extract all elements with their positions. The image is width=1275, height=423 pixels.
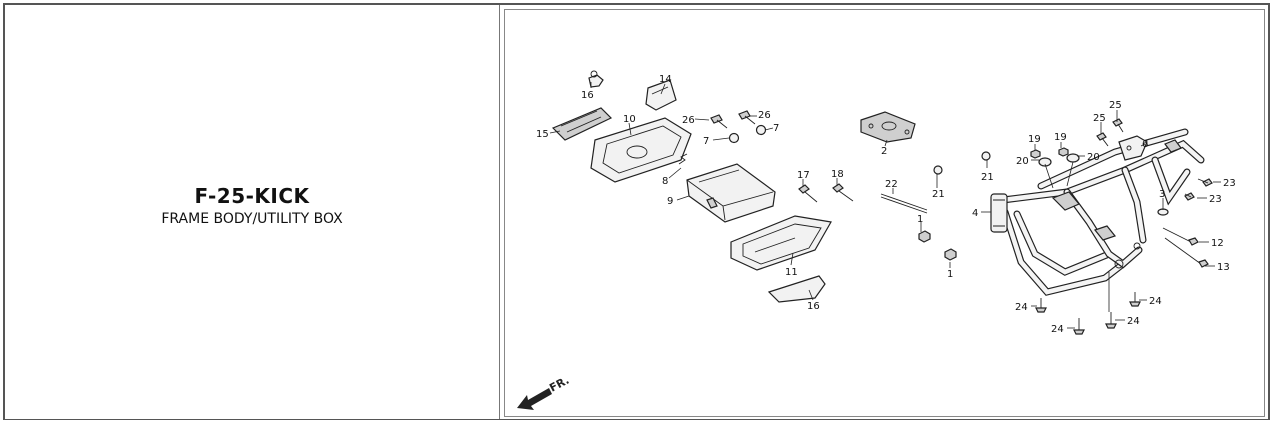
part-description: FRAME BODY/UTILITY BOX [161, 210, 343, 227]
callout-21: 21 [981, 172, 994, 183]
part-9-battery-box [686, 163, 776, 223]
callout-7: 7 [773, 123, 779, 134]
front-direction-indicator: FR. [517, 374, 571, 410]
callout-13: 15 [536, 129, 549, 140]
part-24-bolt [1035, 292, 1141, 335]
part-19-nut [1030, 147, 1069, 159]
part-13-bracket [551, 107, 613, 141]
exploded-view-svg: 16 14 15 10 26 26 7 7 8 9 11 16 17 18 2 … [517, 70, 1236, 410]
callout-11: 11 [785, 267, 798, 278]
callout-4: 4 [972, 208, 978, 219]
part-22-rod [880, 193, 928, 214]
part-8-clip [678, 153, 688, 165]
part-23-bolt [1184, 178, 1213, 201]
callout-19: 19 [1028, 134, 1041, 145]
callout-26: 26 [682, 115, 695, 126]
callout-16: 18 [831, 169, 844, 180]
callout-8: 8 [662, 176, 668, 187]
part-6-bracket [1118, 135, 1148, 161]
part-1-nut [944, 248, 957, 261]
callout-24: 24 [1051, 324, 1064, 335]
leader-lines [549, 82, 1221, 329]
part-17-bolt [1162, 227, 1199, 246]
callout-23: 23 [1209, 194, 1222, 205]
callout-labels: 16 14 15 10 26 26 7 7 8 9 11 16 17 18 2 … [536, 74, 1236, 335]
callout-24: 24 [1127, 316, 1140, 327]
callout-25: 25 [1093, 113, 1106, 124]
callout-15: 16 [581, 90, 594, 101]
part-21-cap [933, 165, 943, 175]
callout-23: 23 [1223, 178, 1236, 189]
callout-20: 20 [1087, 152, 1100, 163]
callout-10: 10 [623, 114, 636, 125]
callout-12: 14 [659, 74, 672, 85]
part-12-cover [645, 79, 677, 111]
part-16-bolt [798, 183, 854, 203]
callout-16: 17 [797, 170, 810, 181]
diagram-panel: 16 14 15 10 26 26 7 7 8 9 11 16 17 18 2 … [500, 5, 1268, 419]
exploded-view-diagram: 16 14 15 10 26 26 7 7 8 9 11 16 17 18 2 … [504, 9, 1265, 417]
callout-24: 24 [1015, 302, 1028, 313]
callout-25: 25 [1109, 100, 1122, 111]
part-4-frame [990, 128, 1205, 296]
callout-17: 12 [1211, 238, 1224, 249]
callout-7: 7 [703, 136, 709, 147]
callout-1: 1 [917, 214, 923, 225]
callout-24: 24 [1149, 296, 1162, 307]
part-11-lower-box [730, 215, 832, 271]
callout-1: 1 [947, 269, 953, 280]
callout-6: 6 [1142, 139, 1148, 150]
part-10-upper-box [590, 117, 692, 183]
callout-26: 26 [758, 110, 771, 121]
part-14-lid [767, 275, 826, 303]
callout-20: 20 [1016, 156, 1029, 167]
callout-9: 9 [667, 196, 673, 207]
part-21-cap [981, 151, 991, 161]
part-18-bolt [1164, 237, 1209, 268]
front-label: FR. [547, 374, 571, 395]
callout-19: 19 [1054, 132, 1067, 143]
part-2-mount-plate [860, 111, 916, 143]
callout-22: 22 [885, 179, 898, 190]
part-code: F-25-KICK [194, 183, 310, 208]
part-7-grommet [728, 124, 767, 144]
part-1-nut [918, 230, 931, 243]
callout-14: 16 [807, 301, 820, 312]
callout-3: 3 [1159, 189, 1165, 200]
parts-sheet-frame: F-25-KICK FRAME BODY/UTILITY BOX [3, 3, 1270, 420]
callout-18: 13 [1217, 262, 1230, 273]
part-26-bolt [710, 110, 756, 129]
callout-21: 21 [932, 189, 945, 200]
callout-2: 2 [881, 146, 887, 157]
part-info-panel: F-25-KICK FRAME BODY/UTILITY BOX [5, 5, 500, 419]
